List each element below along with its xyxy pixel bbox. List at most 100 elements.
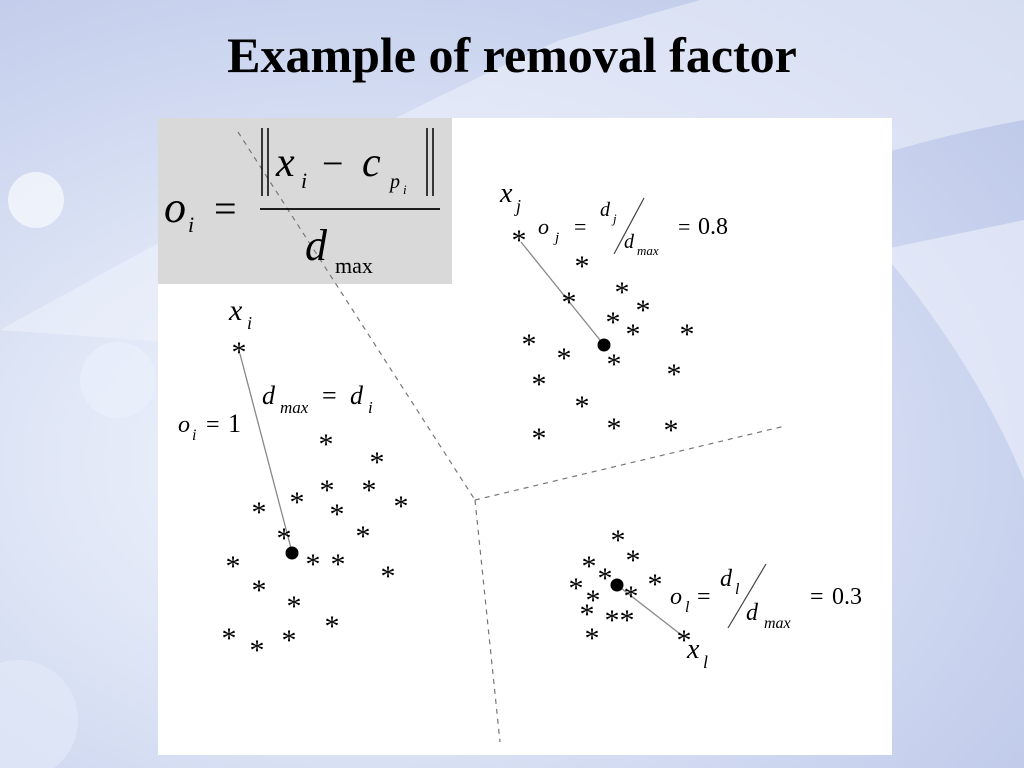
data-point-marker: * [222, 622, 237, 655]
frac-j-den: d [624, 231, 635, 253]
data-point-marker: * [290, 486, 305, 519]
o-l-result-eq: = [810, 584, 824, 610]
data-point-marker: * [532, 422, 547, 455]
dmax-label-rhs-sub: i [368, 398, 373, 417]
data-point-marker: * [319, 428, 334, 461]
data-point-marker: * [512, 224, 527, 257]
data-point-marker: * [585, 622, 600, 655]
frac-l-den: d [746, 600, 759, 626]
data-point-marker: * [522, 328, 537, 361]
point-label-xj: x [499, 178, 513, 209]
data-point-marker: * [611, 524, 626, 557]
data-point-marker: * [607, 348, 622, 381]
boundary-lower [474, 499, 501, 743]
boundary-right [474, 425, 786, 501]
formula-num-c: c [362, 140, 381, 186]
data-point-marker: * [680, 318, 695, 351]
cluster-center-j [597, 338, 611, 352]
data-point-marker: * [677, 624, 692, 657]
formula-equals: = [214, 186, 237, 231]
cluster-l-labels: o l = d l d max = 0.3 x l [670, 563, 862, 672]
distance-line-l [616, 584, 685, 638]
data-point-marker: * [606, 306, 621, 339]
data-point-marker: * [620, 604, 635, 637]
formula-den-sub: max [335, 253, 373, 278]
frac-j-num: d [600, 199, 611, 221]
o-label-j-sub: j [553, 230, 559, 246]
formula-num-x-sub: i [301, 168, 307, 193]
cluster-i-labels: x i d max = d i o i = 1 [178, 294, 373, 444]
data-point-marker: * [394, 490, 409, 523]
frac-l-den-sub: max [764, 615, 791, 632]
distance-line-j [520, 241, 605, 346]
data-point-marker: * [607, 412, 622, 445]
frac-j-den-sub: max [637, 243, 659, 258]
frac-j-num-sub: j [611, 211, 617, 226]
o-j-result-eq: = [678, 214, 690, 239]
o-label-j-eq: = [574, 214, 586, 239]
point-label-xj-sub: j [514, 196, 521, 216]
data-point-marker: * [626, 544, 641, 577]
data-point-marker: * [232, 336, 247, 369]
formula-lhs-sub: i [188, 212, 194, 237]
formula-den: d [305, 221, 328, 270]
data-point-marker: * [615, 276, 630, 309]
data-point-marker: * [330, 498, 345, 531]
formula: o i = x i − c p i d max [164, 128, 440, 278]
data-point-marker: * [582, 550, 597, 583]
cluster-center-l [610, 578, 624, 592]
data-point-marker: * [282, 624, 297, 657]
data-point-marker: * [532, 368, 547, 401]
data-point-marker: * [575, 250, 590, 283]
o-value-j: 0.8 [698, 214, 728, 240]
data-point-marker: * [381, 560, 396, 593]
data-point-marker: * [648, 568, 663, 601]
data-point-marker: * [252, 574, 267, 607]
data-point-marker: * [636, 294, 651, 327]
slide-title: Example of removal factor [227, 27, 797, 83]
data-point-marker: * [226, 550, 241, 583]
data-point-marker: * [557, 342, 572, 375]
dmax-label-lhs: d [262, 381, 276, 410]
data-point-marker: * [277, 522, 292, 555]
data-point-marker: * [252, 496, 267, 529]
data-point-marker: * [664, 414, 679, 447]
data-point-marker: * [598, 562, 613, 595]
o-value-l: 0.3 [832, 584, 862, 610]
data-point-marker: * [287, 590, 302, 623]
data-point-marker: * [250, 634, 265, 667]
o-label-j: o [538, 214, 549, 239]
data-point-marker: * [605, 604, 620, 637]
formula-lhs: o [164, 183, 186, 232]
data-point-marker: * [575, 390, 590, 423]
data-point-marker: * [580, 598, 595, 631]
frac-l-num: d [720, 566, 733, 592]
o-label-i-eq: = [206, 412, 220, 438]
data-point-marker: * [562, 286, 577, 319]
data-point-marker: * [331, 548, 346, 581]
formula-box [158, 118, 452, 284]
data-point-marker: * [370, 446, 385, 479]
distance-lines [239, 241, 685, 638]
data-point-marker: * [356, 520, 371, 553]
cluster-j-labels: x j o j = d j d max = 0.8 [499, 178, 728, 258]
point-label-xl-sub: l [703, 652, 708, 672]
o-label-l-sub: l [685, 599, 690, 616]
point-label-xi-sub: i [247, 313, 252, 333]
data-point-marker: * [624, 580, 639, 613]
o-label-i-sub: i [192, 427, 196, 444]
point-label-xi: x [228, 294, 243, 327]
formula-minus: − [322, 143, 343, 185]
formula-num-x: x [275, 140, 295, 186]
data-point-marker: * [306, 548, 321, 581]
data-point-marker: * [362, 474, 377, 507]
dmax-label-lhs-sub: max [280, 398, 309, 417]
point-label-xl: x [686, 634, 700, 665]
dmax-label-rhs: d [350, 381, 364, 410]
data-point-marker: * [626, 318, 641, 351]
data-point-markers: ****************************************… [222, 224, 695, 667]
cluster-center-i [285, 546, 299, 560]
data-point-marker: * [569, 572, 584, 605]
frac-l-slash [727, 563, 767, 629]
